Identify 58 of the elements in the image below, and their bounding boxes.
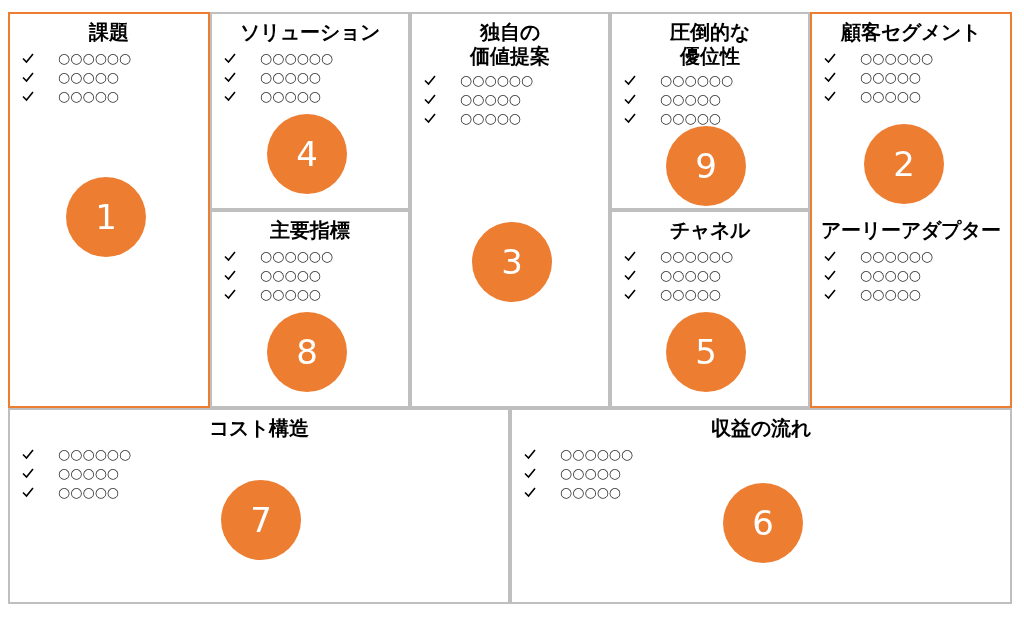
placeholder-text: ○○○○○: [860, 285, 922, 302]
placeholder-text: ○○○○○○: [58, 445, 132, 462]
placeholder-text: ○○○○○: [260, 266, 322, 283]
canvas-section: [810, 12, 1012, 408]
section-heading: アーリーアダプター: [820, 218, 1002, 242]
placeholder-text: ○○○○○: [58, 483, 120, 500]
placeholder-text: ○○○○○: [260, 285, 322, 302]
placeholder-text: ○○○○○: [58, 87, 120, 104]
placeholder-text: ○○○○○○: [460, 71, 534, 88]
placeholder-text: ○○○○○: [460, 90, 522, 107]
placeholder-text: ○○○○○: [560, 483, 622, 500]
placeholder-text: ○○○○○: [260, 87, 322, 104]
placeholder-text: ○○○○○○: [260, 247, 334, 264]
number-circle: 6: [723, 483, 803, 563]
canvas-section: [410, 12, 610, 408]
section-heading: 顧客セグメント: [839, 20, 982, 44]
number-circle: 4: [267, 114, 347, 194]
number-circle: 3: [472, 222, 552, 302]
canvas-section: [8, 408, 510, 604]
canvas-section: [210, 12, 410, 210]
section-heading: 独自の価値提案: [469, 20, 551, 68]
number-circle: 2: [864, 124, 944, 204]
placeholder-text: ○○○○○○: [660, 247, 734, 264]
section-heading: 主要指標: [269, 218, 351, 242]
number-circle: 8: [267, 312, 347, 392]
section-heading: 圧倒的な優位性: [669, 20, 751, 68]
placeholder-text: ○○○○○: [58, 464, 120, 481]
canvas-section: [210, 210, 410, 408]
canvas-section: [510, 408, 1012, 604]
placeholder-text: ○○○○○: [58, 68, 120, 85]
placeholder-text: ○○○○○○: [58, 49, 132, 66]
placeholder-text: ○○○○○: [260, 68, 322, 85]
placeholder-text: ○○○○○○: [860, 49, 934, 66]
canvas-section: [610, 210, 810, 408]
section-heading: コスト構造: [208, 416, 310, 440]
placeholder-text: ○○○○○: [560, 464, 622, 481]
canvas-section: [610, 12, 810, 210]
number-circle: 7: [221, 480, 301, 560]
number-circle: 5: [666, 312, 746, 392]
placeholder-text: ○○○○○: [660, 266, 722, 283]
placeholder-text: ○○○○○○: [260, 49, 334, 66]
placeholder-text: ○○○○○: [660, 109, 722, 126]
placeholder-text: ○○○○○: [660, 90, 722, 107]
placeholder-text: ○○○○○: [860, 87, 922, 104]
canvas-section: [8, 12, 210, 408]
placeholder-text: ○○○○○○: [660, 71, 734, 88]
number-circle: 9: [666, 126, 746, 206]
number-circle: 1: [66, 177, 146, 257]
section-heading: チャネル: [669, 218, 752, 242]
section-heading: 収益の流れ: [710, 416, 812, 440]
placeholder-text: ○○○○○: [860, 68, 922, 85]
placeholder-text: ○○○○○: [660, 285, 722, 302]
section-heading: 課題: [88, 20, 130, 44]
placeholder-text: ○○○○○○: [560, 445, 634, 462]
section-heading: ソリューション: [239, 20, 381, 44]
placeholder-text: ○○○○○○: [860, 247, 934, 264]
placeholder-text: ○○○○○: [460, 109, 522, 126]
placeholder-text: ○○○○○: [860, 266, 922, 283]
